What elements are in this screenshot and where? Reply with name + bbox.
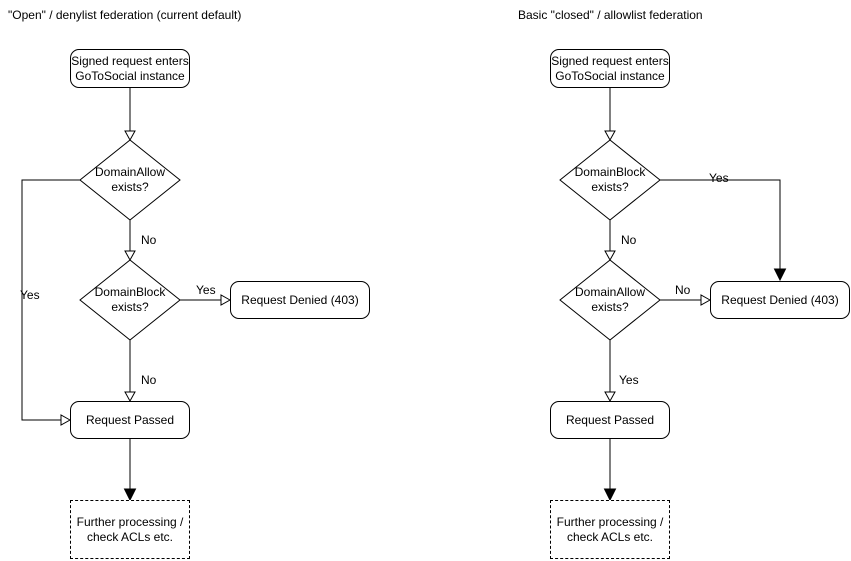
left-denied-node: Request Denied (403) xyxy=(230,281,370,319)
right-decision2-diamond xyxy=(559,259,661,341)
right-decision1-diamond xyxy=(559,139,661,221)
left-start-node: Signed request enters GoToSocial instanc… xyxy=(70,49,190,88)
left-decision2-diamond xyxy=(79,259,181,341)
left-edge-decision1-yes xyxy=(21,179,80,421)
right-arrowhead-start-to-decision1 xyxy=(604,130,616,142)
left-arrowhead-decision2-yes xyxy=(220,294,232,306)
right-denied-node: Request Denied (403) xyxy=(710,281,850,319)
left-arrowhead-decision2-no xyxy=(124,391,136,403)
left-further-node: Further processing / check ACLs etc. xyxy=(70,500,190,559)
right-decision2-yes-label: Yes xyxy=(619,373,639,387)
left-arrowhead-decision1-no xyxy=(124,250,136,262)
right-arrowhead-passed-to-further xyxy=(603,488,617,502)
left-further-label: Further processing / check ACLs etc. xyxy=(76,514,184,544)
right-start-node-label: Signed request enters GoToSocial instanc… xyxy=(551,53,669,83)
left-passed-node: Request Passed xyxy=(70,401,190,439)
right-decision1-no-label: No xyxy=(621,233,637,247)
left-chart-title: "Open" / denylist federation (current de… xyxy=(8,8,242,22)
right-decision1-yes-label: Yes xyxy=(709,171,729,185)
right-arrowhead-decision2-no xyxy=(700,294,712,306)
left-denied-label: Request Denied (403) xyxy=(241,292,359,307)
right-decision2-no-label: No xyxy=(675,283,691,297)
left-decision1-no-label: No xyxy=(141,233,157,247)
right-arrowhead-decision1-no xyxy=(604,250,616,262)
left-start-node-label: Signed request enters GoToSocial instanc… xyxy=(71,53,189,83)
right-start-node: Signed request enters GoToSocial instanc… xyxy=(550,49,670,88)
left-decision1-diamond xyxy=(79,139,181,221)
right-further-node: Further processing / check ACLs etc. xyxy=(550,500,670,559)
right-arrowhead-decision1-yes xyxy=(773,268,787,282)
right-arrowhead-decision2-yes xyxy=(604,391,616,403)
left-decision1-yes-label: Yes xyxy=(20,288,40,302)
right-passed-node: Request Passed xyxy=(550,401,670,439)
right-edge-decision1-yes xyxy=(660,179,781,269)
right-chart-title: Basic "closed" / allowlist federation xyxy=(518,8,703,22)
right-denied-label: Request Denied (403) xyxy=(721,292,839,307)
right-further-label: Further processing / check ACLs etc. xyxy=(556,514,664,544)
left-passed-label: Request Passed xyxy=(85,412,175,427)
left-arrowhead-start-to-decision1 xyxy=(124,130,136,142)
left-arrowhead-decision1-yes xyxy=(60,414,72,426)
left-arrowhead-passed-to-further xyxy=(123,488,137,502)
right-passed-label: Request Passed xyxy=(565,412,655,427)
left-decision2-yes-label: Yes xyxy=(196,283,216,297)
left-decision2-no-label: No xyxy=(141,373,157,387)
